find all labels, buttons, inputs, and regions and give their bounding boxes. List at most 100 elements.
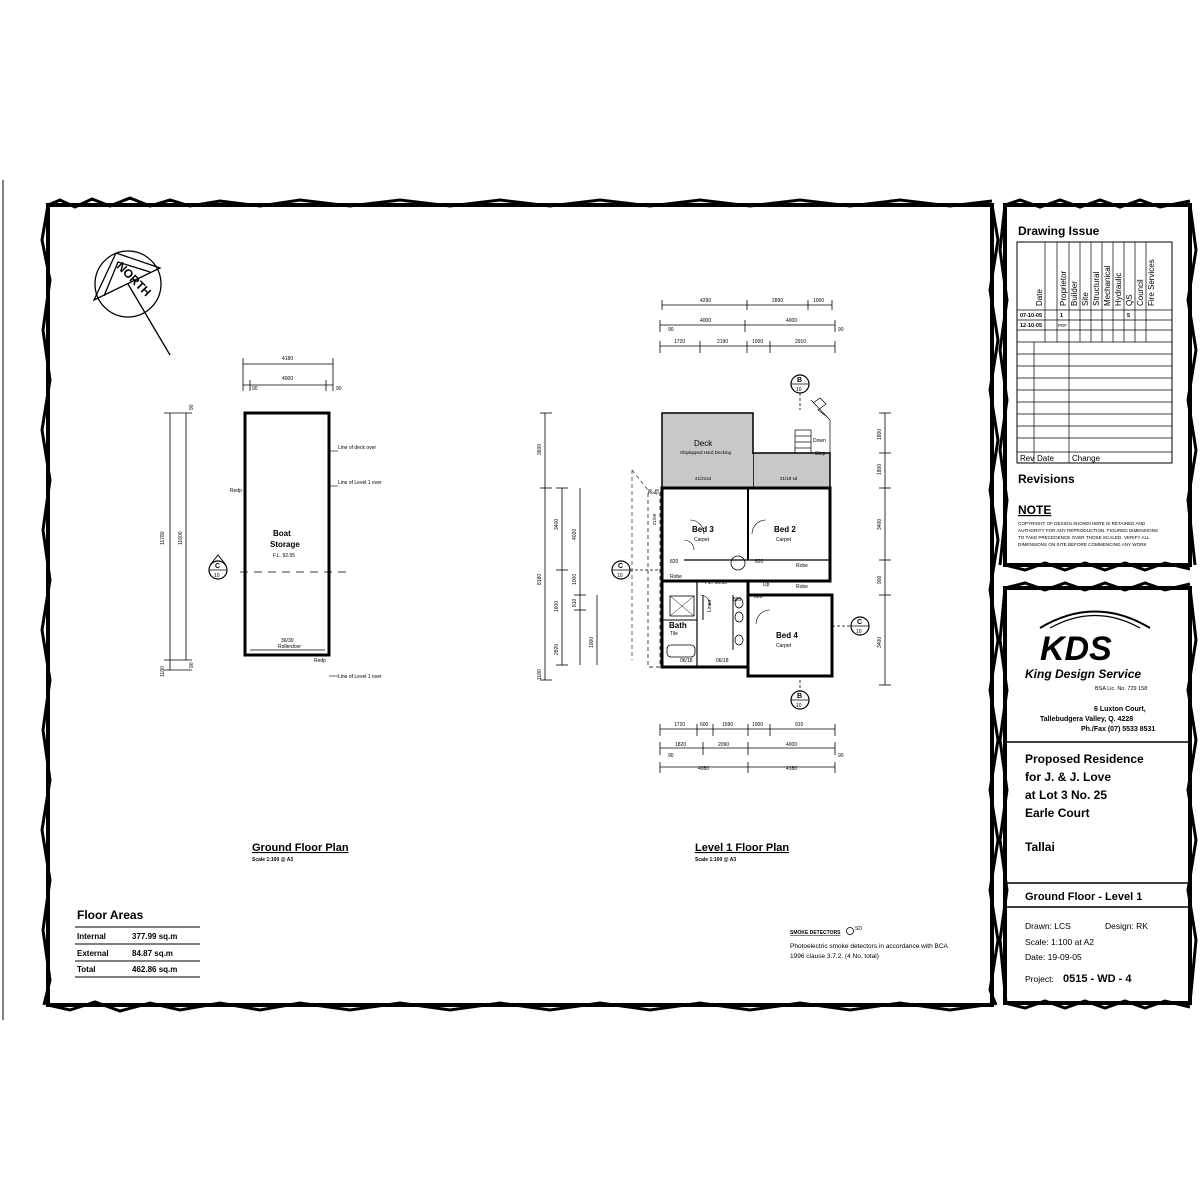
l1-section-num-right: 10 xyxy=(856,629,862,635)
di-row2-date: 12-10-05 xyxy=(1020,323,1042,329)
di-note: NOTE xyxy=(1018,503,1051,517)
l1-dim-l-9: 1000 xyxy=(589,637,595,648)
l1-bed2: Bed 2 xyxy=(774,525,796,534)
di-col-0: Date xyxy=(1035,289,1044,306)
di-row1-mark1: 1 xyxy=(1060,313,1063,319)
gf-note-level1b: Line of Level 1 over xyxy=(338,674,382,680)
di-col-5: Mechanical xyxy=(1103,265,1112,306)
l1-dim-90-a: 90 xyxy=(668,327,674,333)
tb-suburb: Tallai xyxy=(1025,840,1055,854)
l1-win-d: 06/18 xyxy=(680,658,693,664)
gf-section-letter: C xyxy=(215,563,220,570)
di-col-8: Council xyxy=(1136,279,1145,306)
floor-areas-title: Floor Areas xyxy=(77,908,144,922)
gf-dim-left-outer: 11780 xyxy=(160,531,166,545)
smoke-detectors-note: SMOKE DETECTORS SD Photoelectric smoke d… xyxy=(790,926,949,960)
gf-dim-top: 4180 xyxy=(282,356,293,362)
smoke-line2: 1996 clause 3.7.2. (4 No. total) xyxy=(790,953,879,960)
l1-dim-t1-1: 2890 xyxy=(772,298,783,304)
l1-win-c: 21/09 xyxy=(652,513,657,525)
l1-dim-l-4: 2820 xyxy=(554,644,560,655)
tb-project-3: Earle Court xyxy=(1025,806,1090,820)
l1-dim-r-2: 3400 xyxy=(877,519,883,530)
l1-dim-r-4: 3400 xyxy=(877,637,883,648)
l1-dim-b1-2: 1590 xyxy=(722,722,733,728)
l1-robe-a: Robe xyxy=(670,574,682,580)
l1-win-e: 06/18 xyxy=(716,658,729,664)
l1-dim-r-1: 1800 xyxy=(877,464,883,475)
tb-addr1: 6 Luxton Court, xyxy=(1094,706,1146,713)
l1-section-c-left: C xyxy=(618,563,623,570)
fa-row-0-value: 377.99 sq.m xyxy=(132,932,177,941)
gf-room-name-1: Boat xyxy=(273,529,291,538)
fa-row-0-label: Internal xyxy=(77,932,106,941)
l1-dim-90-d: 90 xyxy=(838,753,844,759)
smoke-symbol: SD xyxy=(855,926,862,932)
fa-row-1-label: External xyxy=(77,949,109,958)
gf-fl: F.L. 92.55 xyxy=(273,553,295,559)
di-col-6: Hydraulic xyxy=(1114,273,1123,306)
tb-scale: Scale: 1:100 at A2 xyxy=(1025,937,1094,947)
tb-project-1: for J. & J. Love xyxy=(1025,770,1111,784)
l1-dim-l-0: 3600 xyxy=(537,444,543,455)
gf-note-level1a: Line of Level 1 over xyxy=(338,480,382,486)
gf-door: 36/30 xyxy=(281,638,294,644)
l1-section-num-top: 10 xyxy=(796,387,802,393)
l1-section-b-bot: B xyxy=(797,693,802,700)
l1-dim-l-5: 1180 xyxy=(537,669,543,680)
di-rev-h0: Rev xyxy=(1020,454,1034,463)
di-row1-mark2: 5 xyxy=(1127,313,1130,319)
l1-dim-b1-3: 1000 xyxy=(752,722,763,728)
l1-section-num-bot: 10 xyxy=(796,703,802,709)
l1-dim-l-6: 4020 xyxy=(572,529,578,540)
di-col-7: QS xyxy=(1125,294,1134,306)
tb-project-label: Project: xyxy=(1025,974,1054,984)
tb-bsa: BSA Lic. No. 729 158 xyxy=(1095,686,1147,692)
gf-door2: Rollerdoor xyxy=(278,644,301,650)
l1-dim-l-7: 1000 xyxy=(572,574,578,585)
drawing-issue-panel: Drawing Issue xyxy=(998,198,1198,572)
logo-company: King Design Service xyxy=(1025,667,1141,681)
l1-dim-t3-2: 1000 xyxy=(752,339,763,345)
fa-row-2-label: Total xyxy=(77,965,96,974)
l1-dim-b2-2: 4000 xyxy=(786,742,797,748)
l1-dim-90-b: 90 xyxy=(838,327,844,333)
di-col-9: Fire Services xyxy=(1147,259,1156,306)
l1-dim-t1-2: 1000 xyxy=(813,298,824,304)
l1-tile: Tile xyxy=(670,631,678,637)
l1-dim-b1-1: 600 xyxy=(700,722,709,728)
gf-redp2: Redp xyxy=(314,658,326,664)
l1-win-a: 21/21sd xyxy=(695,476,712,481)
tb-phone: Ph./Fax (07) 5533 8531 xyxy=(1081,726,1155,733)
l1-dim-l-3: 1600 xyxy=(554,601,560,612)
logo-kds: KDS xyxy=(1040,630,1112,668)
di-note-2: TO TAKE PRECEDENCE OVER THOSE SCALED. VE… xyxy=(1018,535,1150,540)
l1-820c: 820 xyxy=(733,597,742,603)
l1-win-b: 21/18 sd xyxy=(780,476,798,481)
level1-floor-plan: 4290 2890 1000 4000 4000 1720 2190 1000 … xyxy=(537,298,891,863)
l1-dim-b3-0: 4080 xyxy=(698,766,709,772)
l1-robe-c: Robe xyxy=(796,584,808,590)
north-arrow: NORTH xyxy=(92,250,171,356)
gf-dim-left-bot90: 90 xyxy=(189,662,195,668)
di-note-0: COPYRIGHT OF DESIGN SHOWN HERE IS RETAIN… xyxy=(1018,521,1146,526)
l1-deck-sub: Shiplapped Hard Decking xyxy=(680,450,732,455)
l1-up: Up xyxy=(763,582,770,588)
l1-section-b-top: B xyxy=(797,377,802,384)
gf-dim-90a: 90 xyxy=(252,386,258,392)
di-rev-h2: Change xyxy=(1072,454,1101,463)
gf-section-num: 10 xyxy=(214,573,220,579)
di-col-2: Builder xyxy=(1070,281,1079,306)
gf-redp1: Redp xyxy=(230,488,242,494)
fa-row-2-value: 462.86 sq.m xyxy=(132,965,177,974)
l1-redp: Redp xyxy=(648,490,659,495)
l1-fl: F.L. 96.55 xyxy=(705,580,727,586)
l1-dim-r-0: 1800 xyxy=(877,429,883,440)
l1-dim-b2-1: 2090 xyxy=(718,742,729,748)
l1-plan-scale: Scale 1:100 @ A3 xyxy=(695,857,736,863)
main-frame xyxy=(40,196,1000,1013)
di-col-4: Structural xyxy=(1092,272,1101,306)
l1-section-c-right: C xyxy=(857,619,862,626)
drawing-issue-title: Drawing Issue xyxy=(1018,224,1100,238)
